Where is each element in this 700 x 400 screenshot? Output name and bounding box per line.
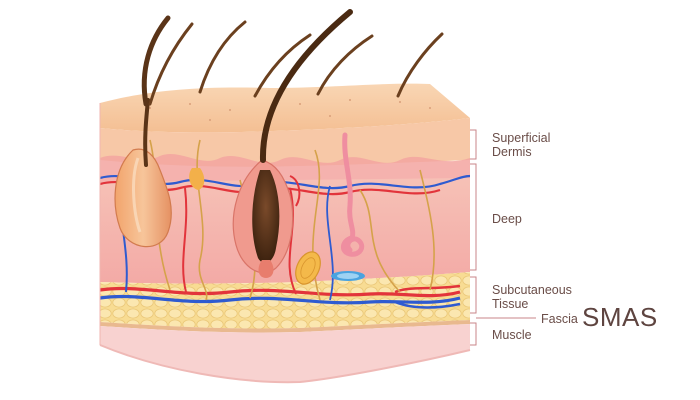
hair-shafts xyxy=(141,9,444,163)
vertical-artery-2 xyxy=(288,187,297,295)
label-muscle: Muscle xyxy=(492,328,532,342)
label-fascia: Fascia xyxy=(541,312,578,326)
sweat-gland xyxy=(341,132,365,257)
label-subcutaneous-tissue: Subcutaneous Tissue xyxy=(492,283,572,311)
muscle-layer xyxy=(100,324,470,383)
epidermis-front xyxy=(100,118,470,167)
epidermis-top-surface xyxy=(100,83,470,133)
label-smas: SMAS xyxy=(582,302,658,332)
fascia-layer xyxy=(100,320,470,333)
label-dermis: Dermis xyxy=(492,145,532,159)
vertical-artery xyxy=(182,187,188,293)
blue-gland xyxy=(331,271,365,281)
skin-pores xyxy=(149,99,431,121)
label-deep: Deep xyxy=(492,212,522,226)
pacinian-corpuscle xyxy=(295,251,321,285)
label-superficial-dermis: Superficial Dermis xyxy=(492,131,550,159)
hair-follicle-left xyxy=(114,98,172,248)
vertical-vein-2 xyxy=(326,185,334,301)
label-superficial: Superficial xyxy=(492,131,551,145)
small-follicle xyxy=(189,168,205,190)
deep-artery xyxy=(99,286,461,298)
label-subcutaneous: Subcutaneous xyxy=(492,283,572,297)
layer-brackets xyxy=(470,129,536,346)
vein-branch xyxy=(394,300,461,309)
deep-vein xyxy=(99,294,461,305)
muscle-edge xyxy=(99,344,471,384)
label-tissue: Tissue xyxy=(492,297,529,311)
superficial-vein-plexus xyxy=(99,174,471,190)
hair-follicle-main xyxy=(232,159,301,278)
